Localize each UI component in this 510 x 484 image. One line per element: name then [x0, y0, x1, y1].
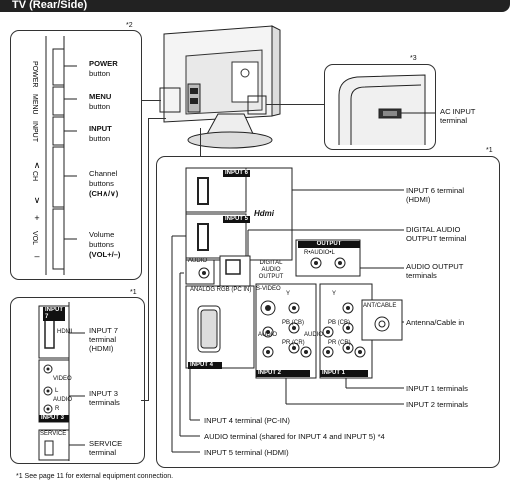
- side-buttons-panel: POWER MENU INPUT ∧ CH ∨ + VOL – POWER bu…: [10, 30, 142, 280]
- input7-l1: INPUT 7: [89, 326, 118, 335]
- page-title: TV (Rear/Side): [12, 0, 88, 11]
- svg-text:MENU: MENU: [31, 94, 38, 115]
- tv-rear-drawing: [159, 25, 281, 149]
- note-mark-1-right: *1: [486, 147, 493, 154]
- callout-input2: INPUT 2 terminals: [406, 400, 468, 409]
- video-small-label: VIDEO: [53, 376, 72, 382]
- digital-audio-output-label: DIGITAL AUDIO OUTPUT: [258, 260, 284, 280]
- pb-label-2: PB (CB): [282, 320, 305, 326]
- svg-text:VOL: VOL: [31, 231, 38, 245]
- callout-antenna: Antenna/Cable in: [406, 318, 465, 327]
- rear-input5-tag: INPUT 5: [223, 216, 251, 223]
- svg-text:INPUT: INPUT: [31, 121, 38, 143]
- rear-input2-tag: INPUT 2: [256, 370, 310, 377]
- power-button-sub: button: [89, 69, 111, 78]
- ac-input-l1: AC INPUT: [440, 107, 476, 116]
- rear-panel-drawing: [171, 167, 404, 453]
- volume-buttons-l2: buttons: [89, 240, 114, 249]
- svg-text:CH: CH: [31, 171, 38, 181]
- callout-input4: INPUT 4 terminal (PC-IN): [204, 416, 290, 425]
- rear-input1-tag: INPUT 1: [320, 370, 368, 377]
- ac-input-l2: terminal: [440, 116, 468, 125]
- input-button-sub: button: [89, 134, 111, 143]
- connector-ac-input: [266, 104, 324, 105]
- ac-input-drawing: [338, 74, 435, 145]
- menu-button-label: MENU: [89, 92, 112, 101]
- y-label-1: Y: [332, 291, 337, 297]
- pb-label-1: PB (CB): [328, 320, 351, 326]
- channel-buttons-l3: (CH∧/∨): [89, 189, 119, 198]
- input7-tag: INPUT 7: [43, 307, 65, 321]
- audio-label-2: AUDIO: [258, 332, 278, 338]
- volume-buttons-l3: (VOL+/–): [89, 250, 121, 259]
- connector-side-buttons: [141, 100, 161, 101]
- channel-buttons-l1: Channel: [89, 169, 118, 178]
- audio-small-label: AUDIO: [53, 397, 73, 403]
- note-mark-3: *3: [410, 55, 417, 62]
- header-bar: [0, 0, 510, 12]
- hdmi-logo: Hdmi: [254, 209, 274, 218]
- service-l1: SERVICE: [89, 439, 123, 448]
- svg-text:∨: ∨: [34, 195, 41, 205]
- svg-text:+: +: [34, 213, 39, 223]
- power-button-label: POWER: [89, 59, 118, 68]
- service-tag: SERVICE: [40, 431, 67, 437]
- side-panel-box: INPUT 7 HDMI VIDEO L AUDIO R INPUT 3 SER…: [10, 297, 145, 464]
- callout-digital-l2: OUTPUT terminal: [406, 234, 467, 243]
- rear-input4-tag: INPUT 4: [188, 362, 222, 369]
- r-small-label: R: [55, 406, 60, 412]
- svg-text:–: –: [34, 251, 39, 261]
- y-label-2: Y: [286, 291, 291, 297]
- svg-text:POWER: POWER: [31, 61, 38, 87]
- input3-l1: INPUT 3: [89, 389, 118, 398]
- input7-l3: (HDMI): [89, 344, 114, 353]
- service-l2: terminal: [89, 448, 117, 457]
- menu-button-sub: button: [89, 102, 111, 111]
- side-panel-drawing: [38, 302, 85, 461]
- note-mark-2: *2: [126, 22, 133, 29]
- side-button-strip: POWER MENU INPUT ∧ CH ∨ + VOL –: [31, 36, 77, 275]
- callout-audio-out-l1: AUDIO OUTPUT: [406, 262, 464, 271]
- callout-digital-l1: DIGITAL AUDIO: [406, 225, 461, 234]
- input-button-label: INPUT: [89, 124, 112, 133]
- footnote: *1 See page 11 for external equipment co…: [16, 473, 174, 480]
- connector-side-panel-vertical: [148, 118, 149, 400]
- output-tag: OUTPUT: [298, 241, 360, 248]
- s-video-label: S-VIDEO: [256, 286, 281, 292]
- callout-input1: INPUT 1 terminals: [406, 384, 468, 393]
- ant-cable-label: ANT/CABLE: [363, 303, 397, 309]
- callout-input6-l1: INPUT 6 terminal: [406, 186, 465, 195]
- callout-audio-out-l2: terminals: [406, 271, 437, 280]
- ac-input-box: [324, 64, 436, 150]
- output-sub-label: R•AUDIO•L: [304, 250, 335, 256]
- input3-l2: terminals: [89, 398, 120, 407]
- input7-l2: terminal: [89, 335, 117, 344]
- callout-audio-shared: AUDIO terminal (shared for INPUT 4 and I…: [204, 432, 385, 441]
- note-mark-1-left: *1: [130, 289, 137, 296]
- callout-input5: INPUT 5 terminal (HDMI): [204, 448, 289, 457]
- callout-input6-l2: (HDMI): [406, 195, 431, 204]
- volume-buttons-l1: Volume: [89, 230, 115, 239]
- pr-label-2: PR (CR): [282, 340, 305, 346]
- audio-jack-label: AUDIO: [188, 258, 208, 264]
- analog-rgb-label: ANALOG RGB (PC IN): [190, 287, 252, 293]
- connector-rear-panel: [200, 128, 201, 158]
- audio-label-1: AUDIO: [304, 332, 324, 338]
- pr-label-1: PR (CR): [328, 340, 351, 346]
- rear-input6-tag: INPUT 6: [223, 170, 251, 177]
- hdmi-small-label: HDMI: [57, 329, 73, 335]
- connector-side-panel-top: [148, 118, 166, 119]
- svg-text:∧: ∧: [34, 160, 41, 170]
- l-small-label: L: [55, 388, 59, 394]
- input3-tag: INPUT 3: [39, 415, 69, 422]
- channel-buttons-l2: buttons: [89, 179, 114, 188]
- connector-side-panel: [141, 400, 149, 401]
